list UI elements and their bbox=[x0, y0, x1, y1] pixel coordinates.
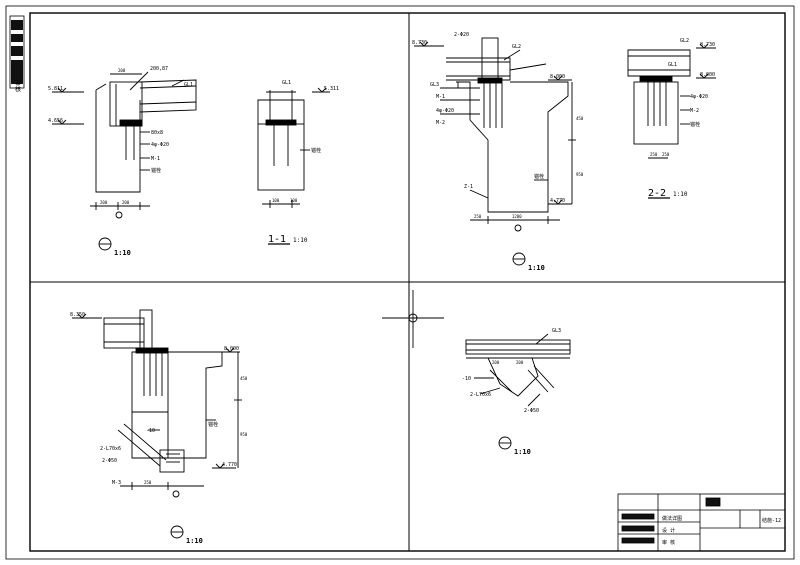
section-1-1-label: GL1 bbox=[282, 80, 291, 86]
section-1-1-tag: 1-1 bbox=[268, 234, 286, 245]
title-block bbox=[617, 493, 786, 552]
section-1-1-text: GL1 5.311 锚栓 100 100 1-1 1:10 bbox=[268, 80, 339, 245]
detail-1-dim: 200 bbox=[118, 68, 126, 73]
detail-1-elevation: 5.811 bbox=[48, 86, 63, 92]
detail-1-label: M-1 bbox=[151, 156, 160, 162]
detail-3-label: -10 bbox=[146, 428, 155, 434]
detail-2-label: 4φ-Φ20 bbox=[436, 108, 454, 114]
crosshair-mark bbox=[382, 290, 444, 348]
detail-3-elevation: 8.000 bbox=[224, 346, 239, 352]
detail-3-elevation: 8.350 bbox=[70, 312, 85, 318]
detail-2-elevation: 8.730 bbox=[412, 40, 427, 46]
detail-2-label: M-2 bbox=[436, 120, 445, 126]
detail-1-text: 5.811 4.656 GL1 200,87 80x8 4φ-Φ20 M-1 锚… bbox=[48, 66, 193, 257]
sheet-border bbox=[5, 5, 795, 560]
section-1-1-dim: 100 bbox=[290, 198, 298, 203]
section-2-2-dim: 250 bbox=[662, 152, 670, 157]
section-2-2-text: 8.730 8.000 GL2 GL1 4φ-Φ20 M-2 锚栓 250 25… bbox=[648, 38, 715, 199]
detail-1-dim: 200 bbox=[122, 200, 130, 205]
title-block-text: 做法详图 设 计 审 核 结施-12 bbox=[662, 515, 781, 546]
detail-4-scale: 1:10 bbox=[514, 448, 531, 456]
section-1-1-label: 锚栓 bbox=[311, 147, 321, 154]
detail-3-elevation: 4.770 bbox=[222, 462, 237, 468]
detail-2-dim: 250 bbox=[474, 214, 482, 219]
detail-2-label: 锚栓 bbox=[534, 173, 544, 180]
detail-2 bbox=[414, 37, 576, 266]
title-block-field: 设 计 bbox=[662, 527, 675, 534]
side-stamp: 审核 bbox=[14, 79, 21, 93]
section-2-2-elevation: 8.000 bbox=[700, 72, 715, 78]
title-block-sheet-no: 结施-12 bbox=[762, 517, 781, 524]
section-1-1-elevation: 5.311 bbox=[324, 86, 339, 92]
detail-3-dim: 250 bbox=[144, 480, 152, 485]
detail-4 bbox=[465, 333, 571, 450]
detail-4-text: GL3 -10 2-L70x6 2-Φ50 200 200 1:10 bbox=[462, 328, 561, 456]
detail-3 bbox=[72, 309, 242, 539]
detail-1-label: GL1 bbox=[184, 82, 193, 88]
detail-1-label: 80x8 bbox=[151, 130, 163, 136]
section-2-2-label: 锚栓 bbox=[690, 121, 700, 128]
detail-2-elevation: 8.000 bbox=[550, 74, 565, 80]
detail-3-text: 8.350 8.000 4.770 -10 2-L70x6 2-Φ50 M-3 … bbox=[70, 312, 248, 545]
detail-2-scale: 1:10 bbox=[528, 264, 545, 272]
binding-strip: 审核 bbox=[9, 15, 25, 93]
detail-3-label: 2-Φ50 bbox=[102, 458, 117, 464]
detail-3-label: 锚栓 bbox=[208, 421, 218, 428]
detail-3-label: 2-L70x6 bbox=[100, 446, 121, 452]
detail-2-label: GL3 bbox=[430, 82, 439, 88]
detail-4-label: GL3 bbox=[552, 328, 561, 334]
title-block-field: 做法详图 bbox=[662, 515, 682, 522]
detail-3-scale: 1:10 bbox=[186, 537, 203, 545]
section-2-2-label: 4φ-Φ20 bbox=[690, 94, 708, 100]
detail-1 bbox=[52, 71, 197, 251]
title-block-field: 审 核 bbox=[662, 539, 675, 546]
section-2-2-label: GL1 bbox=[668, 62, 677, 68]
detail-2-dim: 450 bbox=[576, 116, 584, 121]
section-2-2-tag: 2-2 bbox=[648, 188, 666, 199]
detail-2-label: GL2 bbox=[512, 44, 521, 50]
detail-2-elevation: 4.770 bbox=[550, 198, 565, 204]
section-2-2-elevation: 8.730 bbox=[700, 42, 715, 48]
section-2-2-scale: 1:10 bbox=[673, 191, 688, 198]
detail-1-dim: 200 bbox=[100, 200, 108, 205]
section-2-2-label: GL2 bbox=[680, 38, 689, 44]
section-2-2-label: M-2 bbox=[690, 108, 699, 114]
detail-4-label: 2-L70x6 bbox=[470, 392, 491, 398]
detail-3-label: M-3 bbox=[112, 480, 121, 486]
detail-1-elevation: 4.656 bbox=[48, 118, 63, 124]
section-1-1-scale: 1:10 bbox=[293, 237, 308, 244]
detail-2-dim: 1200 bbox=[512, 214, 522, 219]
detail-2-dim: 950 bbox=[576, 172, 584, 177]
detail-3-dim: 950 bbox=[240, 432, 248, 437]
detail-2-label: 2-Φ20 bbox=[454, 32, 469, 38]
section-1-1-dim: 100 bbox=[272, 198, 280, 203]
detail-1-label: 4φ-Φ20 bbox=[151, 142, 169, 148]
detail-4-dim: 200 bbox=[492, 360, 500, 365]
detail-2-label: M-1 bbox=[436, 94, 445, 100]
detail-3-dim: 450 bbox=[240, 376, 248, 381]
detail-4-label: 2-Φ50 bbox=[524, 408, 539, 414]
detail-1-label: 锚栓 bbox=[151, 167, 161, 174]
section-2-2 bbox=[627, 43, 716, 199]
detail-1-label: 200,87 bbox=[150, 66, 168, 72]
detail-1-scale: 1:10 bbox=[114, 249, 131, 257]
section-2-2-dim: 250 bbox=[650, 152, 658, 157]
detail-4-dim: 200 bbox=[516, 360, 524, 365]
detail-2-label: Z-1 bbox=[464, 184, 473, 190]
detail-2-text: 8.730 8.000 4.770 GL2 GL3 2-Φ20 M-1 4φ-Φ… bbox=[412, 32, 584, 272]
detail-4-label: -10 bbox=[462, 376, 471, 382]
section-1-1 bbox=[257, 87, 330, 245]
